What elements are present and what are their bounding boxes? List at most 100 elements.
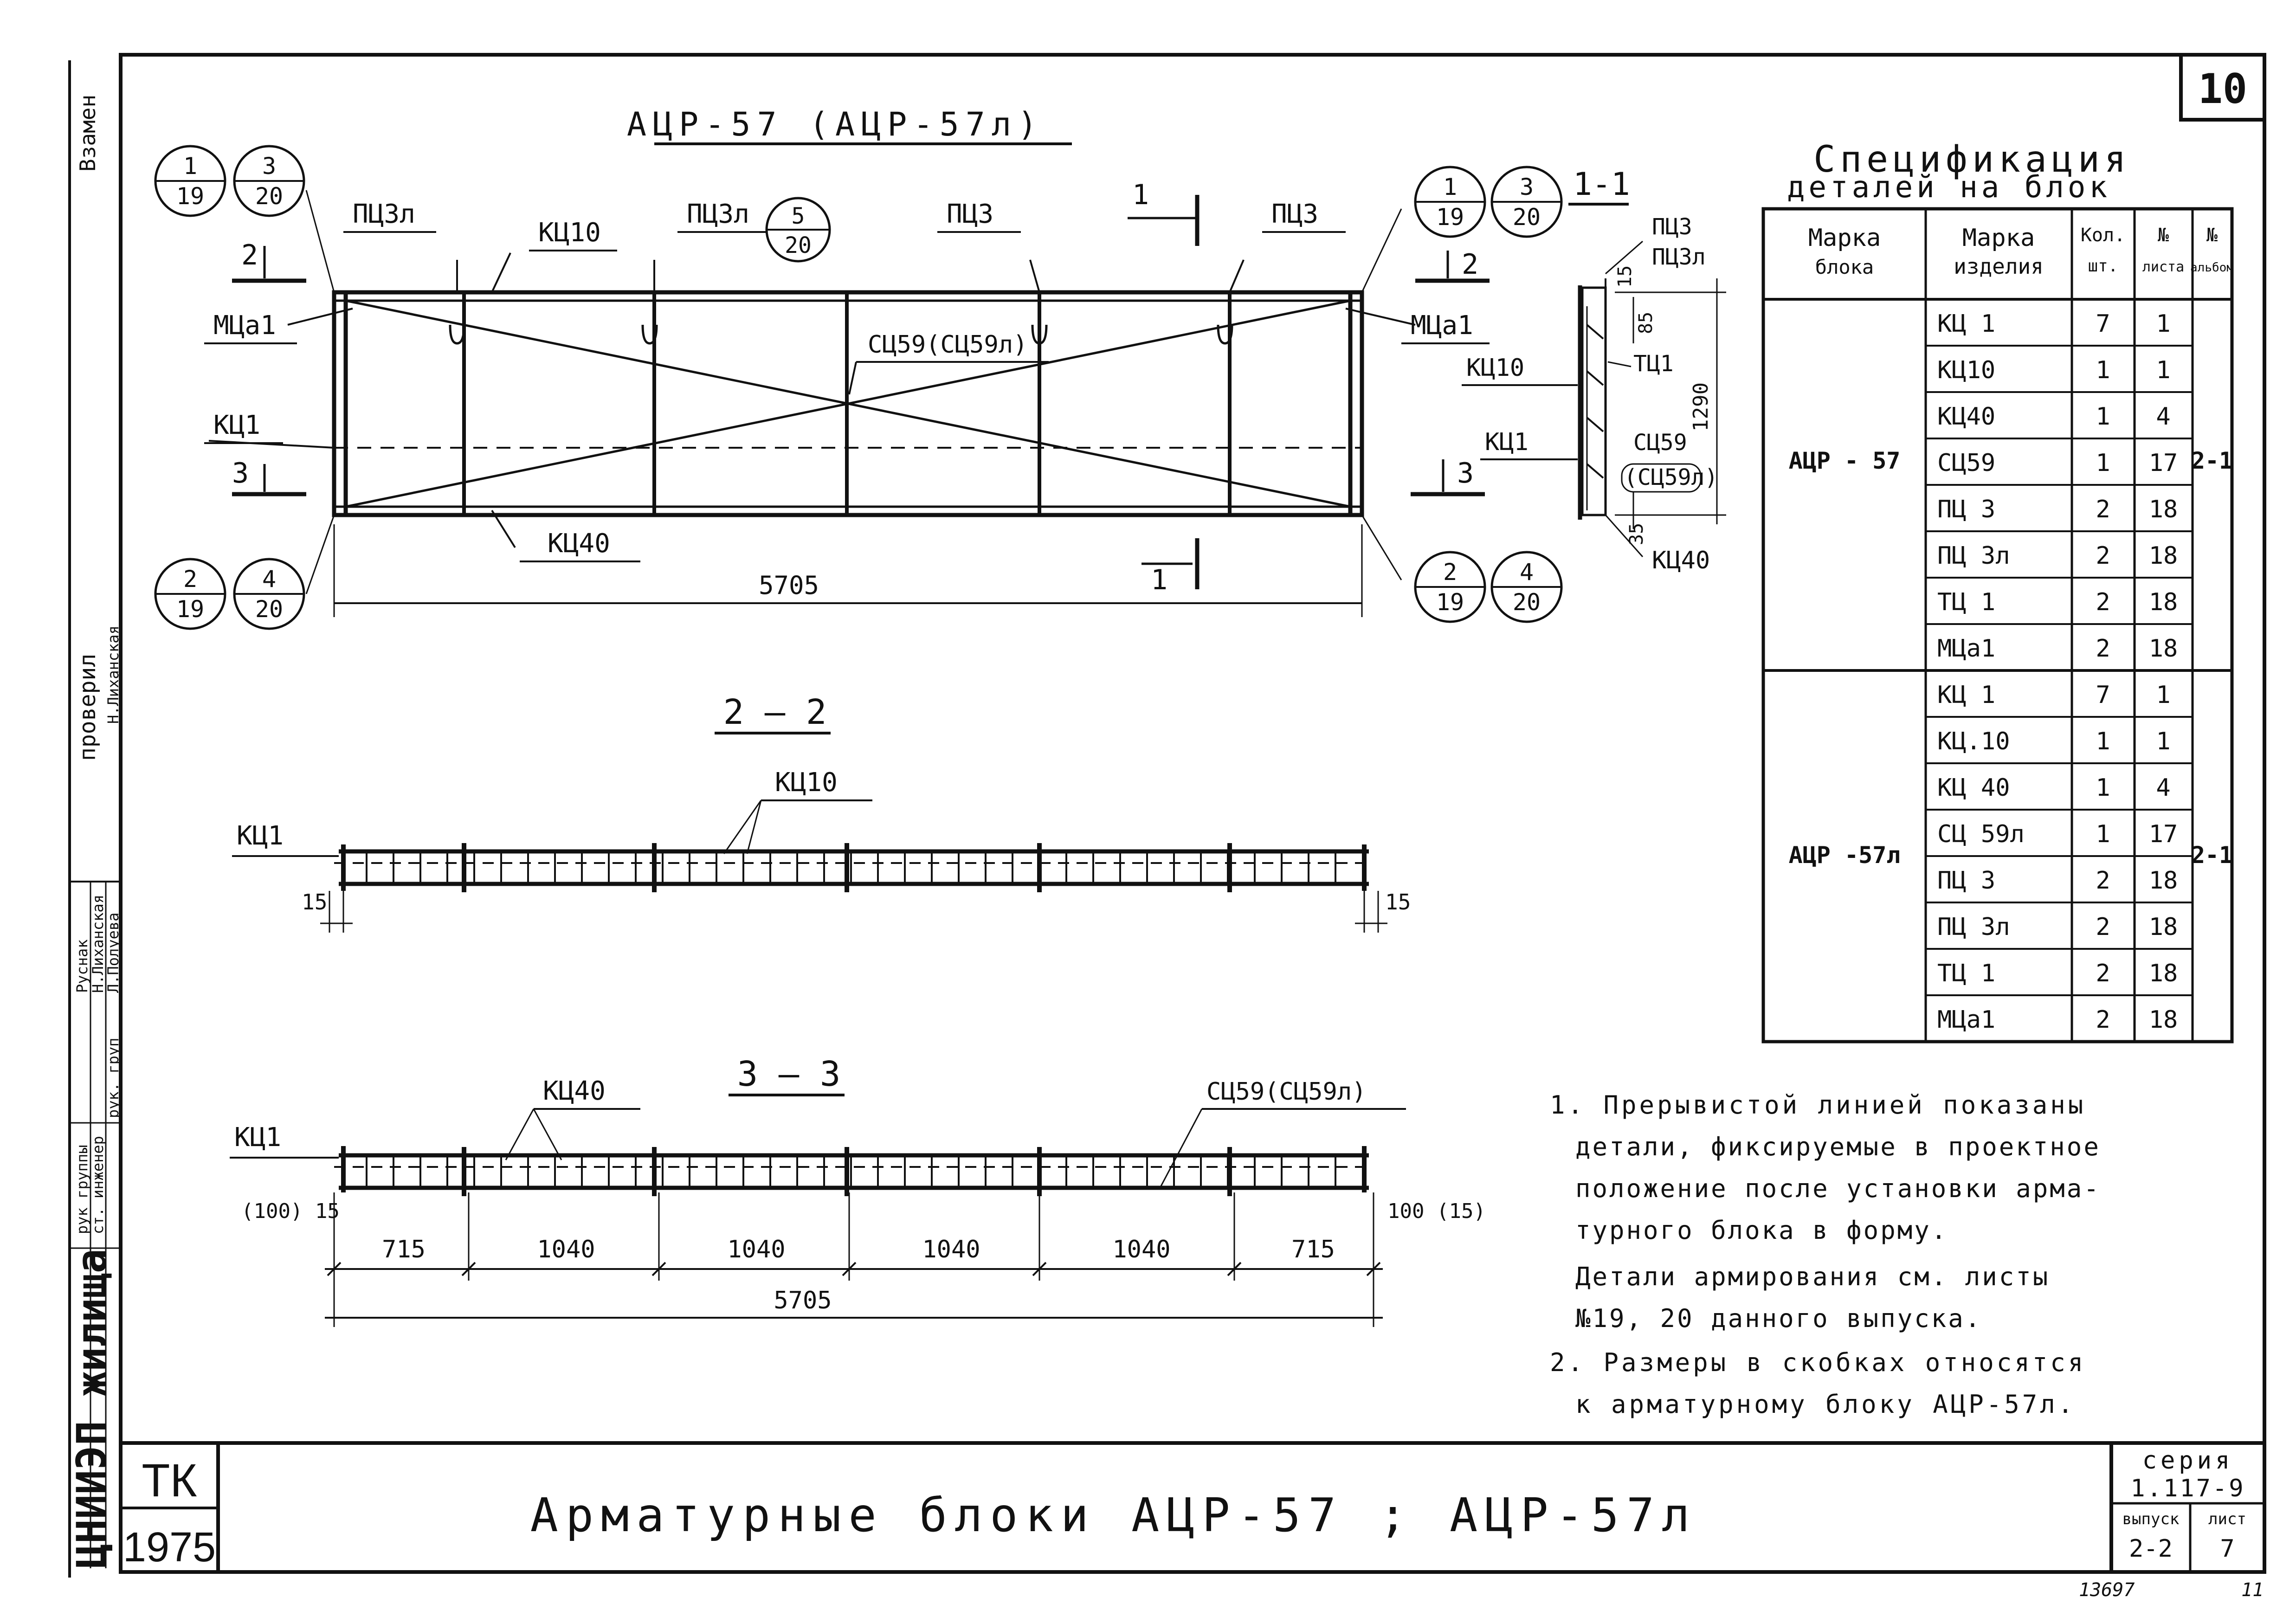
spec-item-cell: ПЦ 3 [1937, 867, 1995, 895]
spec-sheet-cell: 1 [2156, 310, 2170, 338]
spec-title-2: деталей на блок [1787, 170, 2111, 205]
s11-kc40: КЦ40 [1652, 547, 1710, 574]
spec-item-cell: ПЦ 3 [1937, 496, 1995, 523]
main-leaders [208, 190, 1416, 594]
note-line-3: положение после установки арма- [1575, 1174, 2101, 1203]
s33-dim-tick [327, 1262, 342, 1276]
note-line-6: №19, 20 данного выпуска. [1575, 1304, 1982, 1333]
vzamen-label: Взамен [75, 95, 100, 172]
s33-dim-tick [1032, 1262, 1047, 1276]
s33-total: 5705 [774, 1287, 832, 1314]
spec-sheet-cell: 18 [2149, 867, 2178, 895]
spec-sheet-cell: 18 [2149, 960, 2178, 987]
s33-sc59: СЦ59(СЦ59л) [1206, 1078, 1366, 1106]
s33-kc1: КЦ1 [234, 1122, 281, 1153]
spec-h-item-1: Марка [1962, 224, 2035, 252]
s33-dim-6: 715 [1291, 1236, 1335, 1263]
spec-h-block-1: Марка [1808, 224, 1881, 252]
s11-sc59: СЦ59 [1633, 430, 1687, 456]
s33-dim-tick [842, 1262, 857, 1276]
spec-group-2-block: АЦР -57л [1789, 842, 1901, 869]
spec-table-frame [1761, 207, 2234, 1044]
sheet-frame [119, 53, 2266, 1574]
bubble-1-top: 1 [183, 153, 197, 180]
spec-item-cell: КЦ 40 [1937, 774, 2010, 802]
org-label: ЦНИИЭП жилища [68, 1249, 116, 1568]
label-kc1: КЦ1 [213, 410, 260, 440]
s33-dim-4: 1040 [922, 1236, 980, 1263]
spec-item-cell: ТЦ 1 [1937, 588, 1995, 616]
bubble-7-bottom: 20 [255, 596, 283, 623]
s11-tc1: ТЦ1 [1633, 351, 1674, 377]
spec-h-block-2: блока [1815, 256, 1874, 278]
spec-h-item-2: изделия [1954, 254, 2044, 279]
sec-mark-2-left: 2 [241, 239, 258, 271]
sheet-label: лист [2208, 1510, 2246, 1528]
spec-group-2-album: 2-1 [2191, 842, 2233, 869]
bubble-2-top: 3 [262, 153, 276, 180]
section-2-2: 2 — 2 КЦ10 КЦ1 15 15 [232, 692, 1411, 933]
series-label: серия [2142, 1447, 2234, 1475]
tk-label: ТК [142, 1455, 197, 1507]
bubble-3-top: 5 [792, 203, 805, 229]
stamp-name-3: Н.Лиханская [104, 625, 122, 724]
section-2-2-title: 2 — 2 [723, 692, 827, 732]
spec-item-cell: ТЦ 1 [1937, 960, 1995, 987]
sec-mark-3-left: 3 [232, 457, 249, 490]
spec-item-cell: СЦ59 [1937, 449, 1995, 477]
spec-sheet-cell: 18 [2149, 913, 2178, 941]
s11-kc10: КЦ10 [1466, 354, 1524, 382]
spec-item-cell: ПЦ 3л [1937, 542, 2010, 570]
bubble-6-bottom: 19 [176, 596, 204, 623]
bubble-5-bottom: 20 [1513, 204, 1541, 231]
spec-qty-cell: 1 [2096, 728, 2110, 755]
label-pc3l-b: ПЦ3л [687, 199, 749, 229]
note-line-4: турного блока в форму. [1575, 1216, 1948, 1245]
spec-qty-cell: 2 [2096, 960, 2110, 987]
s22-rungs [366, 843, 1336, 892]
spec-item-cell: МЦа1 [1937, 1006, 1995, 1034]
sec-mark-2-right: 2 [1462, 248, 1478, 281]
spec-qty-cell: 2 [2096, 867, 2110, 895]
stamp-name-1: Н.Лиханская [89, 895, 107, 993]
spec-item-cell: КЦ40 [1937, 403, 1995, 431]
s33-dim-tick [651, 1262, 666, 1276]
spec-qty-cell: 2 [2096, 542, 2110, 570]
spec-h-qty-1: Кол. [2081, 225, 2125, 246]
bubble-5-top: 3 [1520, 174, 1534, 200]
stamp-role-1: рук группы [73, 1145, 91, 1234]
spec-h-sheet-2: листа [2142, 259, 2184, 275]
note-line-1: 1. Прерывистой линией показаны [1550, 1090, 2086, 1120]
s11-d85: 85 [1635, 312, 1657, 334]
spec-qty-cell: 1 [2096, 356, 2110, 384]
spec-qty-cell: 2 [2096, 588, 2110, 616]
label-kc10-top: КЦ10 [538, 218, 601, 248]
spec-sheet-cell: 4 [2156, 774, 2170, 802]
spec-qty-cell: 2 [2096, 635, 2110, 663]
s33-dim-tick [461, 1262, 476, 1276]
spec-h-album-2: альбом [2190, 261, 2234, 275]
spec-qty-cell: 7 [2096, 310, 2110, 338]
issue-label: выпуск [2122, 1510, 2180, 1528]
spec-h-sheet-1: № [2158, 225, 2169, 246]
spec-qty-cell: 1 [2096, 820, 2110, 848]
note-line-8: к арматурному блоку АЦР-57л. [1575, 1390, 2076, 1419]
s33-dim-1: 715 [382, 1236, 426, 1263]
reference-bubbles: 1 19 3 20 5 20 1 19 3 20 2 19 4 20 2 19 … [154, 145, 1563, 630]
tk-year: 1975 [123, 1524, 216, 1571]
spec-qty-cell: 1 [2096, 403, 2110, 431]
spec-sheet-cell: 1 [2156, 356, 2170, 384]
spec-sheet-cell: 4 [2156, 403, 2170, 431]
sheet-number: 10 [2198, 65, 2247, 113]
spec-title-1: Спецификация [1813, 139, 2131, 180]
section-3-3: 3 — 3 КЦ40 СЦ59(СЦ59л) КЦ1 (100) 15 100 … [230, 1054, 1486, 1327]
s11-pc3l: ПЦ3л [1652, 244, 1706, 270]
sheet-value: 7 [2220, 1535, 2234, 1563]
spec-sheet-cell: 18 [2149, 588, 2178, 616]
spec-sheet-cell: 18 [2149, 542, 2178, 570]
label-mca1-right: МЦа1 [1411, 310, 1473, 341]
s33-right-dim: 100 (15) [1387, 1199, 1486, 1223]
specification: Спецификация деталей на блок Марка блока… [1761, 139, 2234, 1044]
dim-main-length: 5705 [759, 571, 819, 600]
